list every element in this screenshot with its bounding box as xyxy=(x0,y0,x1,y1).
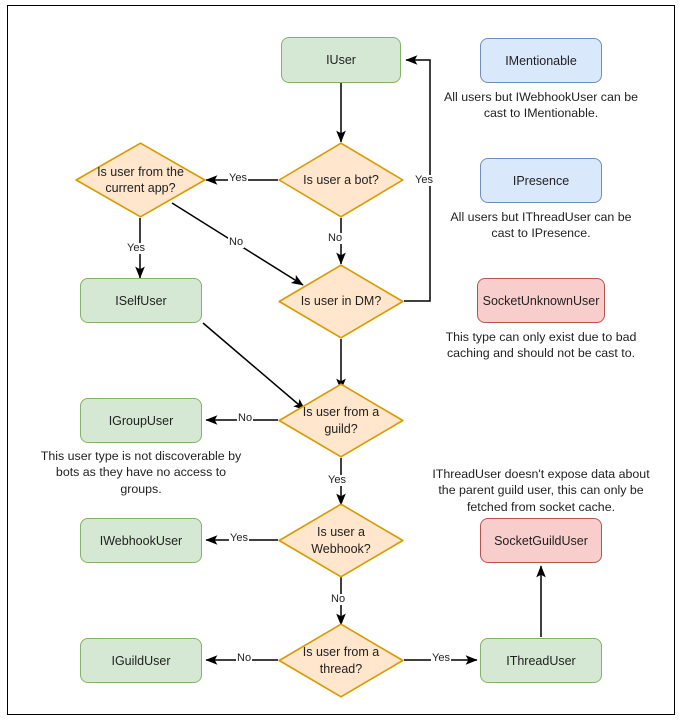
diamond-shape xyxy=(278,142,404,218)
node-label: IGuildUser xyxy=(111,653,171,668)
decision-label: Is user from a guild? xyxy=(302,405,380,436)
node-socketunknownuser[interactable]: SocketUnknownUser xyxy=(477,278,605,323)
decision-label: Is user from a thread? xyxy=(302,645,380,676)
decision-is-user-in-dm[interactable]: Is user in DM? xyxy=(278,264,404,339)
decision-is-user-a-webhook[interactable]: Is user a Webhook? xyxy=(278,503,404,578)
decision-is-user-a-bot[interactable]: Is user a bot? xyxy=(278,142,404,218)
node-iselfuser[interactable]: ISelfUser xyxy=(80,278,202,323)
decision-label: Is user a bot? xyxy=(303,172,379,187)
decision-label: Is user from the current app? xyxy=(97,164,184,195)
node-label: ISelfUser xyxy=(115,293,167,308)
decision-is-user-from-current-app[interactable]: Is user from the current app? xyxy=(75,142,206,218)
decision-is-user-from-a-guild[interactable]: Is user from a guild? xyxy=(278,383,404,458)
note-igroupuser: This user type is not discoverable by bo… xyxy=(40,449,242,496)
note-ipresence: All users but IThreadUser can be cast to… xyxy=(450,210,632,241)
node-iguilduser[interactable]: IGuildUser xyxy=(80,638,202,683)
node-iwebhookuser[interactable]: IWebhookUser xyxy=(80,518,202,563)
edge-label-thread-no: No xyxy=(236,652,253,664)
node-igroupuser[interactable]: IGroupUser xyxy=(80,398,202,443)
edge-label-bot-no: No xyxy=(327,232,344,244)
node-label: IUser xyxy=(326,53,356,67)
decision-is-user-from-a-thread[interactable]: Is user from a thread? xyxy=(278,623,404,698)
node-label: IWebhookUser xyxy=(99,533,183,548)
node-iuser[interactable]: IUser xyxy=(281,37,401,83)
edge-label-app-no: No xyxy=(228,236,245,248)
node-socketguilduser[interactable]: SocketGuildUser xyxy=(480,518,602,563)
decision-label: Is user in DM? xyxy=(300,294,382,309)
node-ipresence[interactable]: IPresence xyxy=(480,158,602,203)
node-imentionable[interactable]: IMentionable xyxy=(480,38,602,83)
node-label: IGroupUser xyxy=(108,413,174,428)
node-label: IPresence xyxy=(512,173,570,188)
edge-label-bot-yes: Yes xyxy=(228,172,248,184)
node-ithreaduser[interactable]: IThreadUser xyxy=(480,638,602,683)
note-socketunknownuser: This type can only exist due to bad cach… xyxy=(445,330,637,361)
node-label: SocketUnknownUser xyxy=(482,293,600,308)
edge-label-thread-yes: Yes xyxy=(431,652,451,664)
edge-label-webhook-no: No xyxy=(330,593,347,605)
node-label: IMentionable xyxy=(505,53,577,68)
diamond-shape xyxy=(75,142,206,218)
edge-label-dm-yes: Yes xyxy=(414,174,434,186)
edge-label-app-yes: Yes xyxy=(126,242,146,254)
diamond-shape xyxy=(278,503,404,578)
diamond-shape xyxy=(278,623,404,698)
edge-label-webhook-yes: Yes xyxy=(229,532,249,544)
diamond-shape xyxy=(278,264,404,339)
decision-label: Is user a Webhook? xyxy=(311,525,371,556)
node-label: IThreadUser xyxy=(506,653,576,668)
edge-label-guild-yes: Yes xyxy=(327,474,347,486)
diamond-shape xyxy=(278,383,404,458)
edge-label-guild-no: No xyxy=(237,412,254,424)
note-imentionable: All users but IWebhookUser can be cast t… xyxy=(444,90,638,121)
note-ithreaduser: IThreadUser doesn't expose data about th… xyxy=(432,467,650,514)
node-label: SocketGuildUser xyxy=(494,533,588,548)
